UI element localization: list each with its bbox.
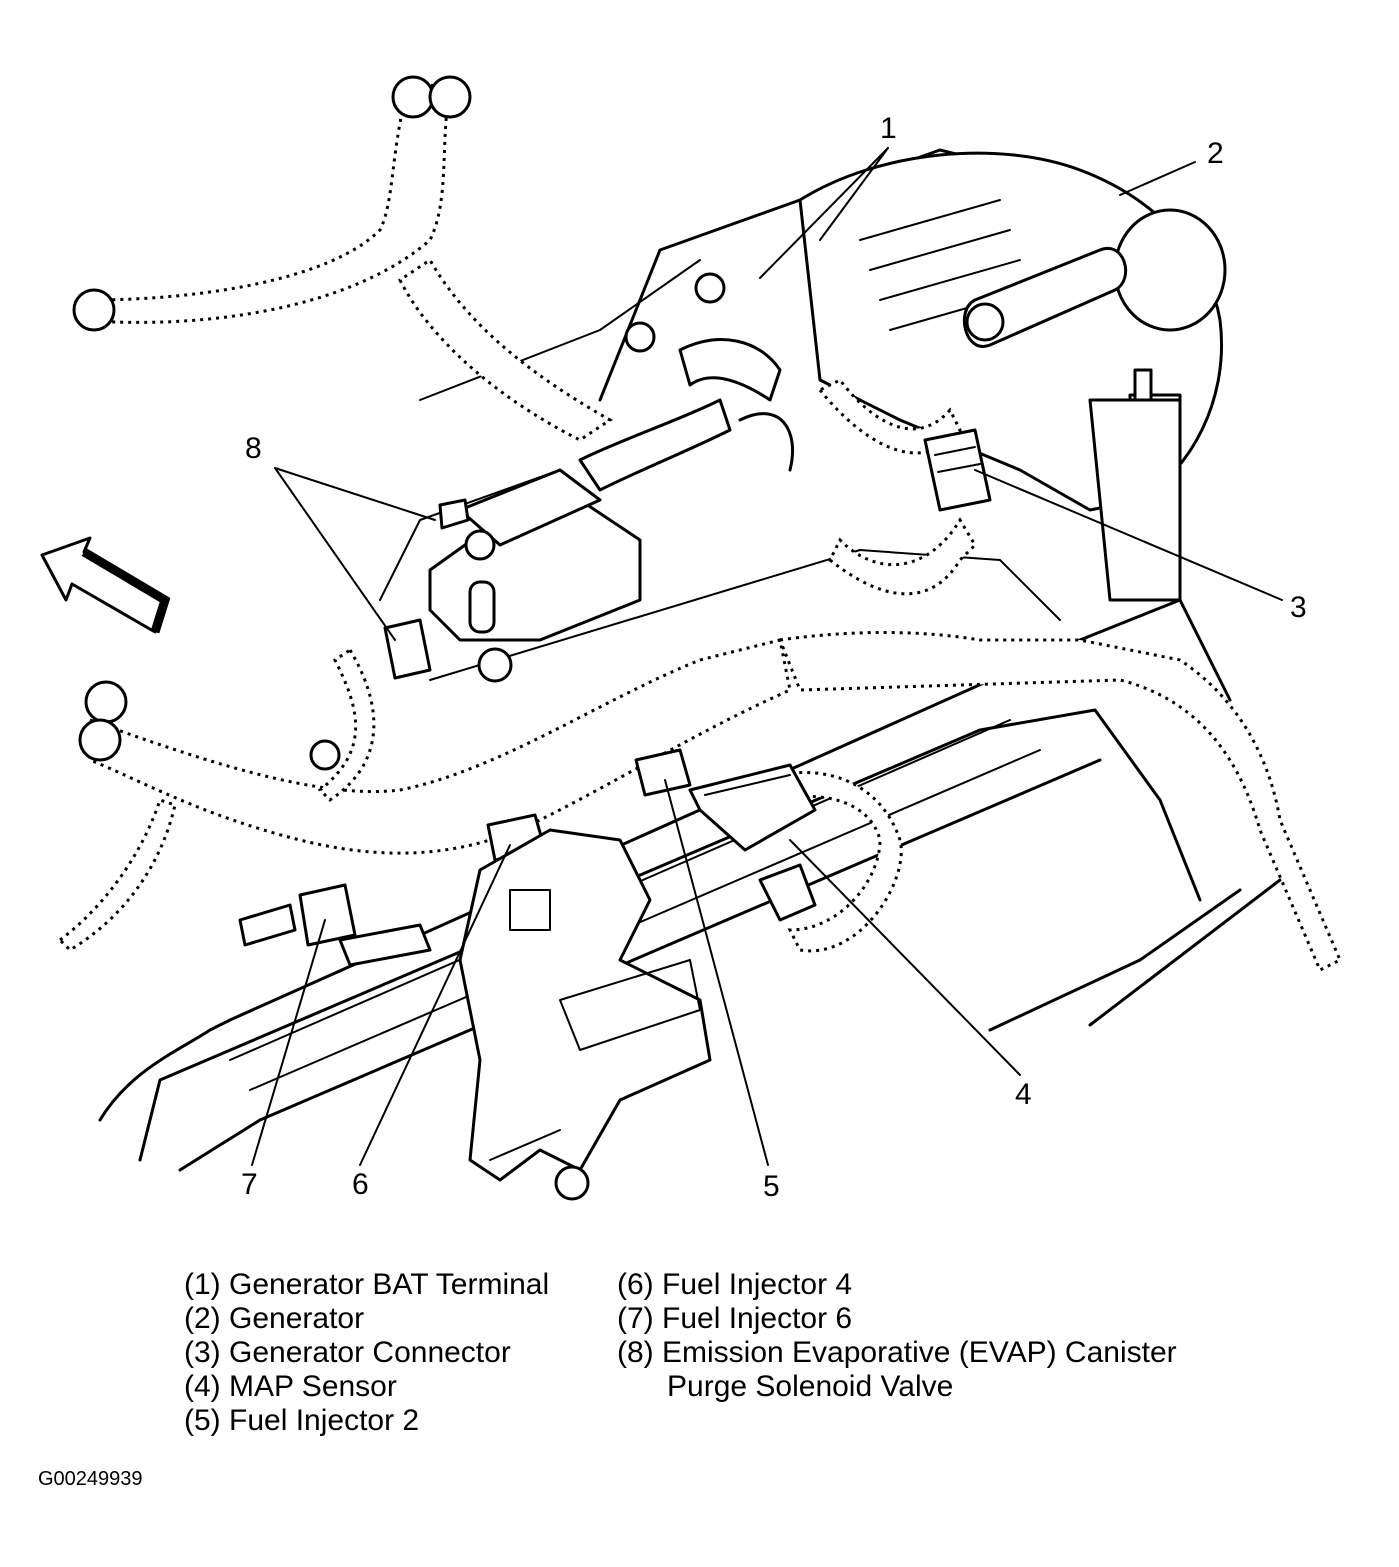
callout-3: 3 (1290, 591, 1307, 624)
callout-2: 2 (1207, 137, 1224, 170)
legend-item: (3) Generator Connector (184, 1336, 511, 1369)
figure-id: G00249939 (38, 1468, 143, 1490)
legend-right: (6) Fuel Injector 4 (7) Fuel Injector 6 … (617, 1268, 1177, 1404)
callout-6: 6 (352, 1168, 369, 1201)
callout-5: 5 (763, 1170, 780, 1203)
callout-8: 8 (245, 432, 262, 465)
callout-4: 4 (1015, 1078, 1032, 1111)
legend-item: (5) Fuel Injector 2 (184, 1404, 420, 1437)
legend-left: (1) Generator BAT Terminal (2) Generator… (184, 1268, 549, 1438)
intake-manifold (98, 148, 1282, 1172)
generator (798, 151, 1227, 602)
fuel-injector-2 (634, 748, 692, 797)
main-harness (57, 378, 1342, 973)
legend-item: (8) Emission Evaporative (EVAP) Canister (617, 1336, 1177, 1369)
generator-connector (923, 428, 992, 512)
mounting-bracket (238, 739, 712, 1201)
upper-harness (72, 75, 613, 442)
component-location-diagram: 1 2 3 4 5 6 7 8 (40, 75, 1342, 1203)
legend-item: (7) Fuel Injector 6 (617, 1302, 853, 1335)
callout-1: 1 (880, 112, 897, 145)
legend-item: (2) Generator (184, 1302, 365, 1335)
fuel-injector-6 (298, 883, 357, 947)
hoses (578, 272, 795, 492)
callout-7: 7 (241, 1168, 258, 1201)
leader-lines (251, 147, 1283, 1166)
evap-purge-solenoid-valve (383, 468, 642, 683)
legend-item: (6) Fuel Injector 4 (617, 1268, 853, 1301)
legend-item: (1) Generator BAT Terminal (184, 1268, 550, 1301)
map-sensor (688, 763, 817, 922)
front-arrow-icon (40, 536, 171, 634)
legend-item: Purge Solenoid Valve (617, 1370, 954, 1403)
legend-item: (4) MAP Sensor (184, 1370, 397, 1403)
